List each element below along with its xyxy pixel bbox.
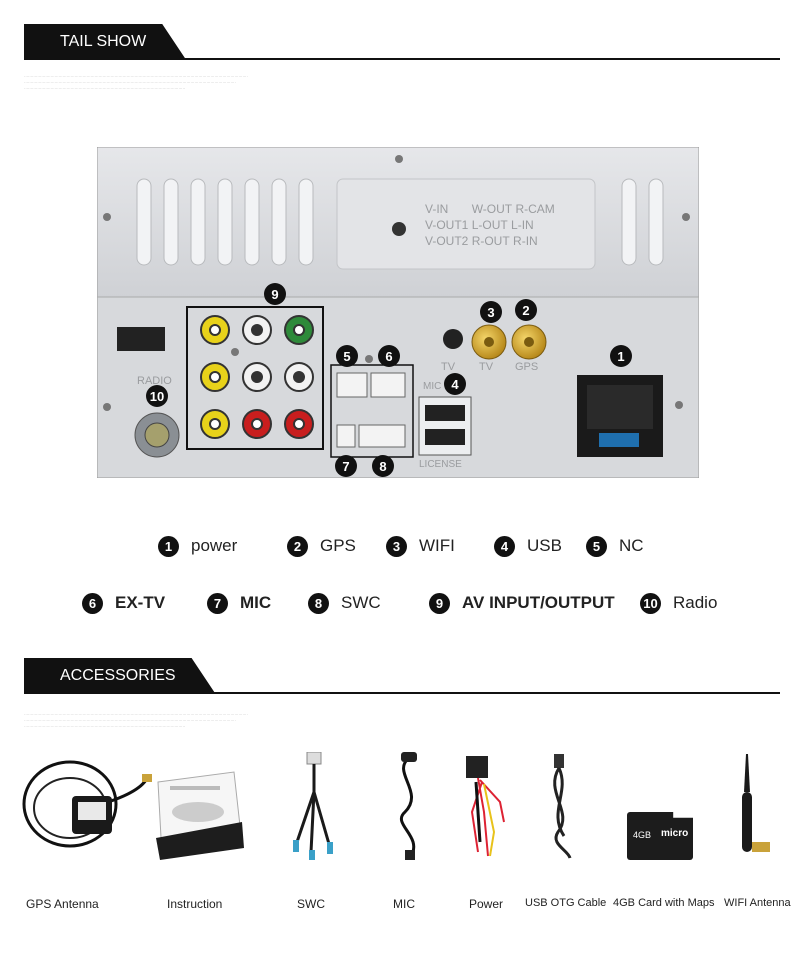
accessory-label: WIFI Antenna [724,897,791,909]
callout-9: 9 [264,283,286,305]
legend-num: 5 [586,535,607,557]
callout-6: 6 [378,345,400,367]
accessory-label: SWC [297,897,325,911]
manual-icon [150,752,246,862]
gps-antenna-icon [18,752,160,862]
legend-label: power [191,536,238,555]
legend-label: WIFI [419,536,455,555]
accessory-label: Instruction [167,897,223,911]
callout-8: 8 [372,455,394,477]
legend-item-wifi: 3 WIFI [386,531,455,561]
accessory-label: GPS Antenna [26,897,99,911]
legend-num: 2 [287,535,308,557]
legend-label: SWC [341,593,381,612]
legend-item-av: 9 AV INPUT/OUTPUT [429,588,615,618]
legend-label: NC [619,536,644,555]
accessory-label: USB OTG Cable [525,897,607,909]
label-vin: V-IN [425,202,449,216]
unit-rear-panel: V-IN W-OUT R-CAM V-OUT1 L-OUT L-IN V-OUT… [96,146,700,479]
fine-print: ········································… [24,712,248,729]
callout-7: 7 [335,455,357,477]
accessory-label: MIC [393,897,415,911]
microphone-icon [385,752,435,862]
tail-show-title: TAIL SHOW [24,24,186,60]
legend-item-ex-tv: 6 EX-TV [82,588,165,618]
callout-1: 1 [610,345,632,367]
header-rule [24,58,780,60]
legend-num: 8 [308,592,329,614]
swc-cable-icon [283,751,343,862]
callout-10: 10 [146,385,168,407]
unit-rear-panel-illustration [96,146,700,479]
legend-item-gps: 2 GPS [287,531,356,561]
label-rcam: R-CAM [515,202,555,216]
accessory-label: Power [469,897,504,911]
legend-item-power: 1 power [158,531,237,561]
legend-item-swc: 8 SWC [308,588,381,618]
label-license: LICENSE [419,459,462,470]
accessories-title: ACCESSORIES [24,658,216,694]
sd-card-brand: micro [661,828,689,839]
callout-3: 3 [480,301,502,323]
label-gps: GPS [515,361,539,373]
accessories-header: ACCESSORIES [24,658,780,694]
legend-label: AV INPUT/OUTPUT [462,593,615,612]
header-rule [24,692,780,694]
legend-num: 1 [158,535,179,557]
label-wout: W-OUT [471,202,513,216]
label-rout: R-OUT [471,234,510,248]
tail-show-header: TAIL SHOW [24,24,780,60]
label-lin: L-IN [511,218,534,232]
legend-label: GPS [320,536,356,555]
legend-item-usb: 4 USB [494,531,562,561]
sd-card-size: 4GB [633,830,652,840]
legend-item-nc: 5 NC [586,531,644,561]
legend-item-radio: 10 Radio [640,588,717,618]
callout-4: 4 [444,373,466,395]
usb-cable-icon [540,752,592,862]
label-plate: V-IN W-OUT R-CAM V-OUT1 L-OUT L-IN V-OUT… [425,201,555,249]
label-vout1: V-OUT1 [425,218,469,232]
power-harness-icon [460,752,518,862]
label-tv2: TV [479,361,494,373]
legend-num: 3 [386,535,407,557]
label-mic: MIC [423,381,442,392]
label-lout: L-OUT [471,218,508,232]
callout-2: 2 [515,299,537,321]
legend-row-2: 6 EX-TV 7 MIC 8 SWC 9 AV INPUT/OUTPUT 10… [0,588,800,618]
wifi-antenna-icon [730,752,776,862]
accessory-label: 4GB Card with Maps [613,897,715,909]
callout-5: 5 [336,345,358,367]
legend-label: Radio [673,593,718,612]
legend-num: 9 [429,592,450,614]
label-rin: R-IN [513,234,538,248]
legend-item-mic: 7 MIC [207,588,271,618]
sd-card-icon: 4GB micro [625,810,697,862]
legend-num: 6 [82,592,103,614]
legend-label: MIC [240,593,272,612]
label-tv1: TV [441,361,456,373]
legend-label: EX-TV [115,593,166,612]
legend-num: 10 [640,592,661,614]
legend-row-1: 1 power 2 GPS 3 WIFI 4 USB 5 NC [0,531,800,561]
label-radio: RADIO [137,375,172,387]
legend-num: 4 [494,535,515,557]
label-vout2: V-OUT2 [425,234,469,248]
legend-label: USB [527,536,562,555]
legend-num: 7 [207,592,228,614]
fine-print: ········································… [24,74,248,91]
